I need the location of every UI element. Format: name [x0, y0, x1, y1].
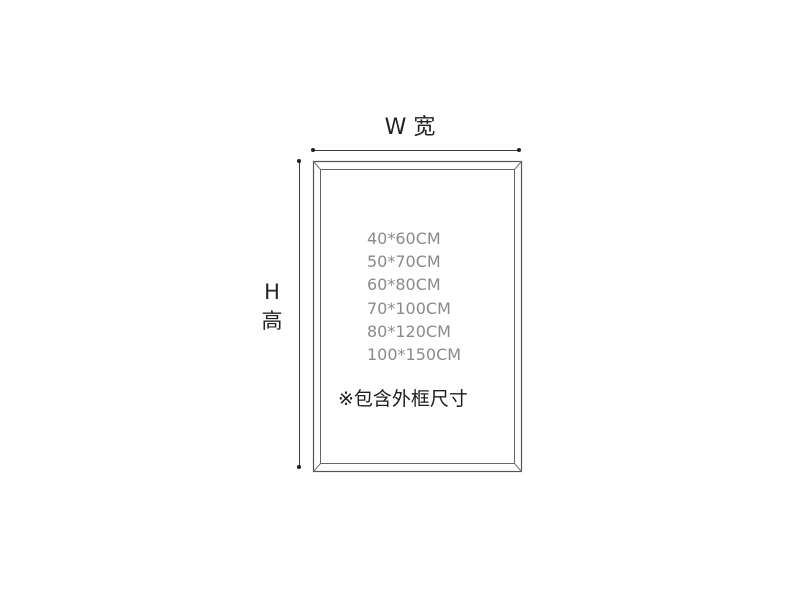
- frame-inner-border: [320, 169, 515, 464]
- width-dimension-start-dot: [311, 148, 315, 152]
- size-item: 80*120CM: [367, 321, 451, 341]
- height-dimension-start-dot: [297, 159, 301, 163]
- width-label: W 宽: [384, 115, 436, 140]
- frame-corner-bottom-right: [514, 463, 522, 472]
- height-label-letter: H: [264, 280, 280, 304]
- size-item: 60*80CM: [367, 275, 441, 295]
- size-item: 50*70CM: [367, 252, 441, 272]
- height-label-character: 高: [261, 309, 283, 333]
- frame-size-note: ※包含外框尺寸: [338, 388, 468, 410]
- frame-corner-top-right: [514, 161, 522, 170]
- width-dimension-end-dot: [517, 148, 521, 152]
- frame-corner-top-left: [313, 161, 321, 170]
- size-list: 40*60CM 50*70CM 60*80CM 70*100CM 80*120C…: [367, 227, 461, 366]
- frame-outer-border: [312, 160, 523, 473]
- height-dimension-line: [299, 161, 300, 468]
- size-item: 100*150CM: [367, 344, 462, 364]
- width-dimension-line: [313, 150, 520, 151]
- height-dimension-end-dot: [297, 465, 301, 469]
- height-label: H 高: [252, 278, 292, 336]
- size-item: 70*100CM: [367, 298, 451, 318]
- frame-corner-bottom-left: [313, 463, 321, 472]
- size-item: 40*60CM: [367, 229, 441, 248]
